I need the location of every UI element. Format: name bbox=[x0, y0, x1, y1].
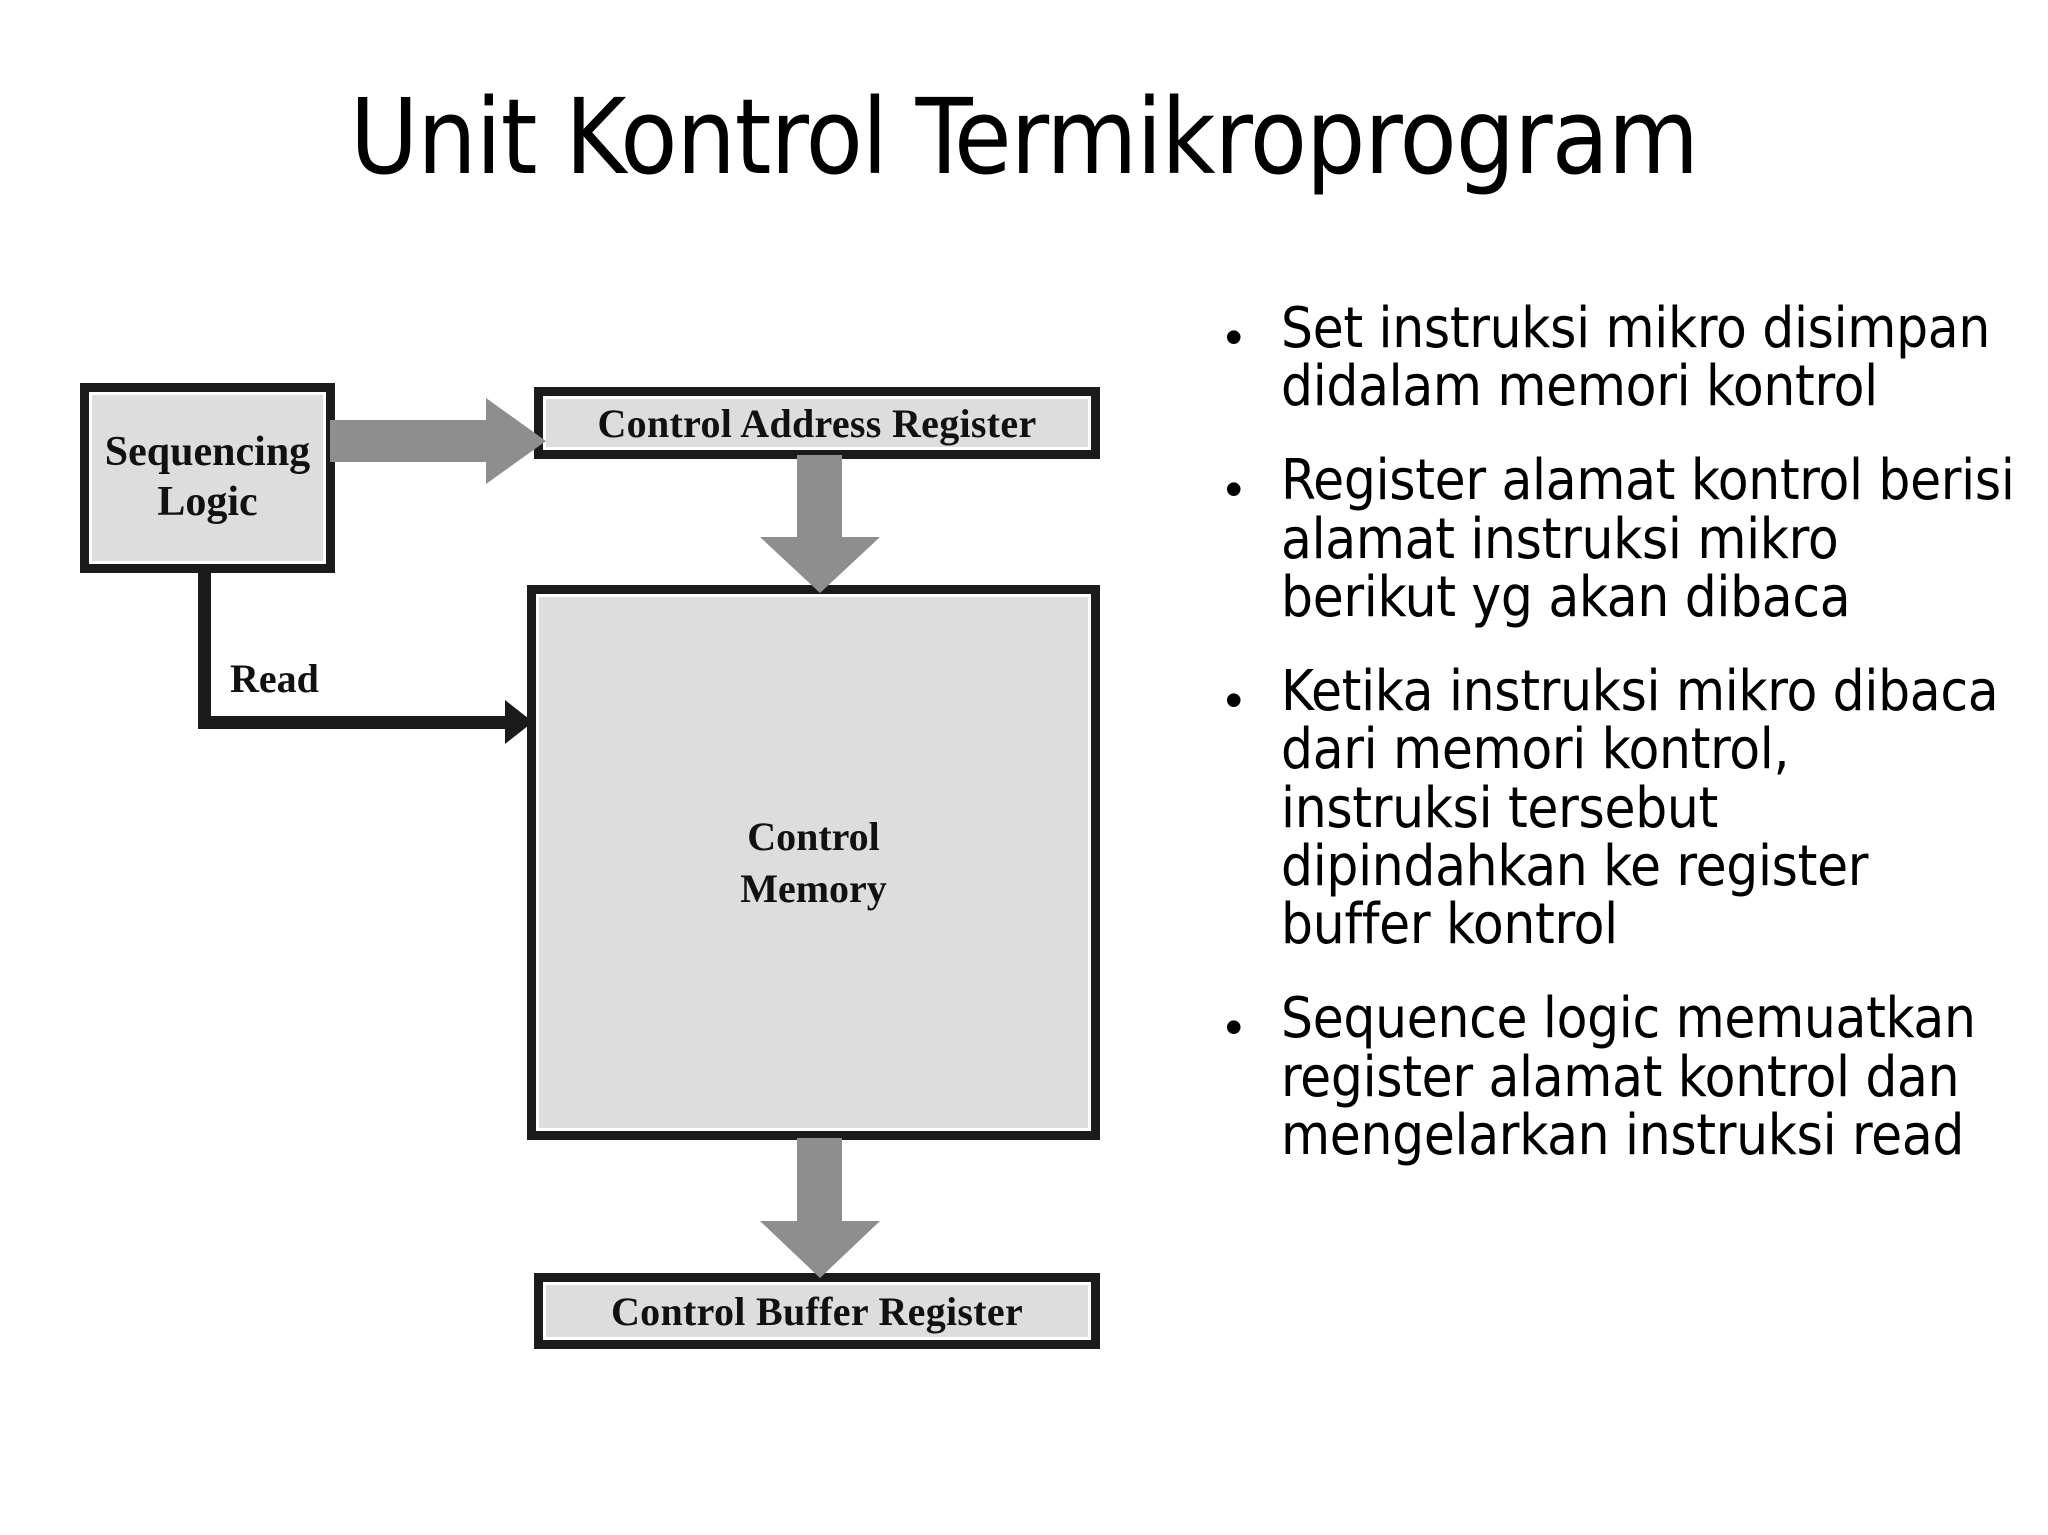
arrow-head bbox=[760, 537, 880, 593]
page-title: Unit Kontrol Termikroprogram bbox=[349, 76, 1699, 198]
arrow-sequencing-logic-to-control-address-register-icon bbox=[330, 398, 546, 484]
read-connector-vertical-segment bbox=[198, 568, 211, 728]
bullet-text: Register alamat kontrol berisi alamat in… bbox=[1281, 448, 2015, 630]
bullet-text: Set instruksi mikro disimpan didalam mem… bbox=[1281, 296, 1990, 420]
read-connector-horizontal-segment bbox=[198, 716, 514, 729]
diagram-box-control-memory: Control Memory bbox=[527, 585, 1100, 1140]
read-arrow-head-icon bbox=[505, 700, 533, 744]
list-item: • Ketika instruksi mikro dibaca dari mem… bbox=[1225, 663, 2015, 954]
bullet-marker-icon: • bbox=[1225, 309, 1243, 365]
sequencing-logic-label-line1: Sequencing bbox=[104, 429, 311, 476]
diagram-box-sequencing-logic: Sequencing Logic bbox=[80, 383, 335, 573]
diagram-box-control-address-register: Control Address Register bbox=[534, 387, 1100, 459]
bullet-marker-icon: • bbox=[1225, 461, 1243, 518]
bullet-list: • Set instruksi mikro disimpan didalam m… bbox=[1225, 296, 2015, 1201]
arrow-shaft bbox=[797, 455, 842, 539]
bullet-marker-icon: • bbox=[1225, 672, 1243, 729]
bullet-marker-icon: • bbox=[1225, 999, 1243, 1056]
arrow-control-address-register-to-control-memory-icon bbox=[760, 455, 880, 593]
control-buffer-register-label: Control Buffer Register bbox=[611, 1288, 1023, 1334]
read-connector-label: Read bbox=[230, 656, 319, 701]
list-item: • Register alamat kontrol berisi alamat … bbox=[1225, 452, 2015, 627]
diagram-box-control-buffer-register: Control Buffer Register bbox=[534, 1273, 1100, 1349]
arrow-head bbox=[760, 1221, 880, 1278]
arrow-shaft bbox=[797, 1138, 842, 1223]
bullet-text: Ketika instruksi mikro dibaca dari memor… bbox=[1281, 659, 1999, 958]
bullet-text: Sequence logic memuatkan register alamat… bbox=[1281, 986, 1976, 1168]
microprogrammed-control-unit-diagram: Sequencing Logic Control Address Registe… bbox=[80, 383, 1100, 1349]
control-address-register-label: Control Address Register bbox=[597, 400, 1037, 446]
list-item: • Sequence logic memuatkan register alam… bbox=[1225, 990, 2015, 1165]
control-memory-label-line1: Control bbox=[747, 814, 880, 860]
sequencing-logic-label-line2: Logic bbox=[157, 479, 258, 525]
arrow-head bbox=[486, 398, 546, 484]
list-item: • Set instruksi mikro disimpan didalam m… bbox=[1225, 296, 2015, 420]
arrow-control-memory-to-control-buffer-register-icon bbox=[760, 1138, 880, 1278]
control-memory-label-line2: Memory bbox=[740, 865, 887, 911]
arrow-shaft bbox=[330, 420, 488, 462]
